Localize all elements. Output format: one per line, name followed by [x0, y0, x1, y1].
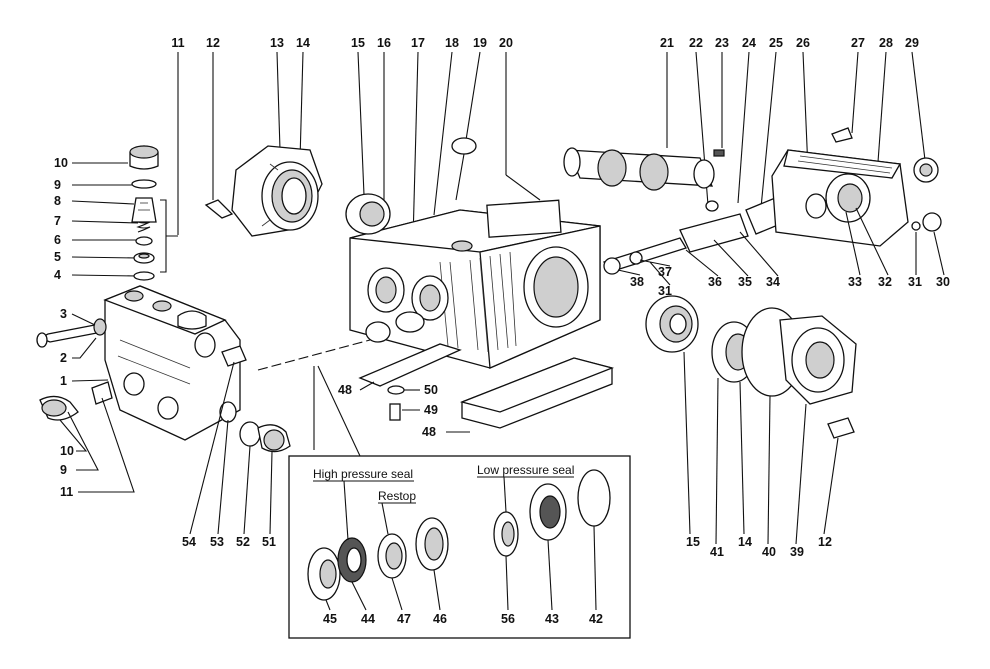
label-12-bottom: 12 — [818, 535, 832, 549]
lower-plugs — [239, 421, 291, 453]
label-17: 17 — [411, 36, 425, 50]
label-43: 43 — [545, 612, 559, 626]
label-56: 56 — [501, 612, 515, 626]
label-22: 22 — [689, 36, 703, 50]
label-10-top: 10 — [54, 156, 68, 170]
plunger-assembly — [603, 195, 791, 275]
label-21: 21 — [660, 36, 674, 50]
label-26: 26 — [796, 36, 810, 50]
label-28: 28 — [879, 36, 893, 50]
label-41: 41 — [710, 545, 724, 559]
label-16: 16 — [377, 36, 391, 50]
label-40: 40 — [762, 545, 776, 559]
label-15-bottom: 15 — [686, 535, 700, 549]
label-11-bottom: 11 — [60, 485, 73, 499]
label-2: 2 — [60, 351, 67, 365]
label-51: 51 — [262, 535, 276, 549]
top-labels: 11 12 13 14 15 16 17 18 19 20 21 22 23 2… — [171, 36, 919, 50]
label-50: 50 — [424, 383, 438, 397]
label-1: 1 — [60, 374, 67, 388]
label-47: 47 — [397, 612, 411, 626]
label-13: 13 — [270, 36, 284, 50]
seal-inset: High pressure seal Restop Low pressure s… — [288, 455, 631, 639]
mounting-foot — [459, 357, 615, 429]
label-30: 30 — [936, 275, 950, 289]
label-54: 54 — [182, 535, 196, 549]
label-14-bottom: 14 — [738, 535, 752, 549]
label-4: 4 — [54, 268, 61, 282]
label-38: 38 — [630, 275, 644, 289]
label-18: 18 — [445, 36, 459, 50]
label-3: 3 — [60, 307, 67, 321]
label-5: 5 — [54, 250, 61, 264]
plunger-labels: 38 37 31 36 35 34 — [617, 231, 780, 298]
label-7: 7 — [54, 214, 61, 228]
label-19: 19 — [473, 36, 487, 50]
crankcase-labels: 48 50 49 48 — [338, 381, 470, 439]
label-44: 44 — [361, 612, 375, 626]
label-23: 23 — [715, 36, 729, 50]
label-12-top: 12 — [206, 36, 220, 50]
label-39: 39 — [790, 545, 804, 559]
label-24: 24 — [742, 36, 756, 50]
label-8: 8 — [54, 194, 61, 208]
inset-reference-lines — [257, 339, 371, 457]
bearing-cover — [204, 145, 323, 237]
crankshaft — [563, 147, 725, 191]
label-31-right: 31 — [908, 275, 922, 289]
side-flange-labels: 15 41 14 40 39 12 — [683, 351, 839, 559]
rear-cover — [771, 127, 942, 247]
label-48-lower: 48 — [422, 425, 436, 439]
low-pressure-seal-label: Low pressure seal — [477, 463, 574, 477]
label-6: 6 — [54, 233, 61, 247]
label-52: 52 — [236, 535, 250, 549]
label-45: 45 — [323, 612, 337, 626]
label-10-bottom: 10 — [60, 444, 74, 458]
label-9-top: 9 — [54, 178, 61, 192]
restop-label: Restop — [378, 489, 416, 503]
label-14-top: 14 — [296, 36, 310, 50]
crankcase — [345, 137, 601, 421]
label-36: 36 — [708, 275, 722, 289]
high-pressure-seal-label: High pressure seal — [313, 467, 413, 481]
label-46: 46 — [433, 612, 447, 626]
label-15-top: 15 — [351, 36, 365, 50]
label-33: 33 — [848, 275, 862, 289]
left-valve-stack: 10 9 8 7 6 5 4 — [54, 145, 178, 282]
label-35: 35 — [738, 275, 752, 289]
label-34: 34 — [766, 275, 780, 289]
label-9-bottom: 9 — [60, 463, 67, 477]
label-31-left: 31 — [658, 284, 672, 298]
label-32: 32 — [878, 275, 892, 289]
label-37: 37 — [658, 265, 672, 279]
side-flange-group — [645, 295, 857, 439]
manifold-labels: 3 2 1 10 9 11 — [59, 307, 135, 499]
label-27: 27 — [851, 36, 865, 50]
rear-cover-labels: 33 32 31 30 — [845, 207, 950, 289]
label-53: 53 — [210, 535, 224, 549]
manifold-head — [36, 285, 247, 441]
label-29: 29 — [905, 36, 919, 50]
label-25: 25 — [769, 36, 783, 50]
label-49: 49 — [424, 403, 438, 417]
lower-plug-labels: 54 53 52 51 — [182, 361, 276, 549]
label-11-top: 11 — [171, 36, 184, 50]
label-42: 42 — [589, 612, 603, 626]
label-20: 20 — [499, 36, 513, 50]
label-48-upper: 48 — [338, 383, 352, 397]
